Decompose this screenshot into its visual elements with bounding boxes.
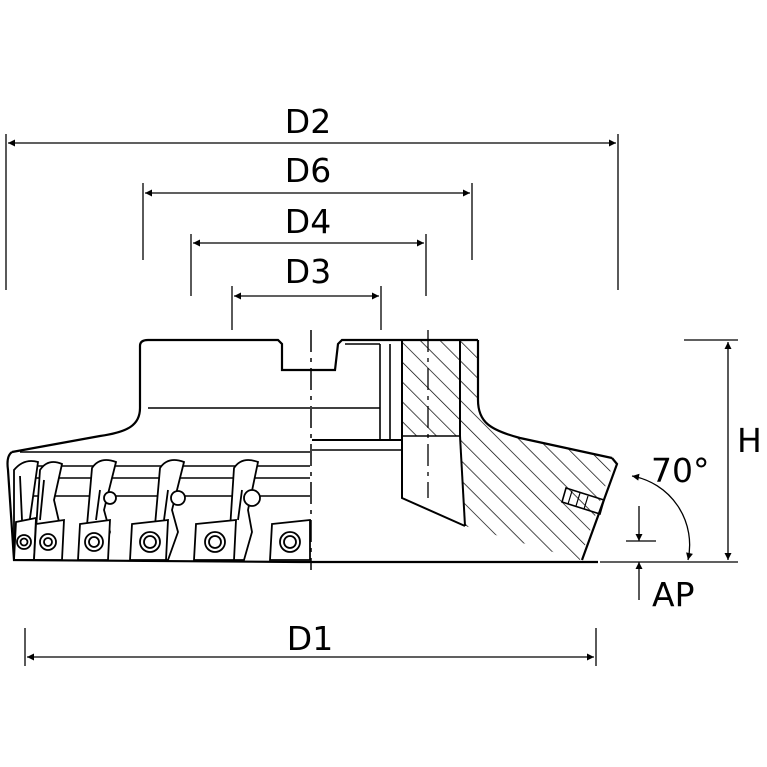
hatched-section xyxy=(402,340,615,560)
dimension-h: H xyxy=(600,339,762,563)
wedge-screw-icon xyxy=(170,490,186,506)
wedge-screw-icon xyxy=(243,489,261,507)
dimension-d2: D2 xyxy=(5,102,619,290)
label-d2: D2 xyxy=(285,102,331,141)
dimension-d3: D3 xyxy=(231,252,382,330)
label-ap: AP xyxy=(652,575,694,614)
label-angle: 70° xyxy=(651,451,710,490)
dimension-d6: D6 xyxy=(142,151,473,260)
label-d4: D4 xyxy=(285,202,331,241)
label-d1: D1 xyxy=(287,619,333,658)
dimension-d1: D1 xyxy=(24,619,597,666)
dimension-ap: AP xyxy=(626,506,694,614)
label-d6: D6 xyxy=(285,151,331,190)
label-d3: D3 xyxy=(285,252,331,291)
clamp-screw-icon xyxy=(561,486,605,516)
dimension-d4: D4 xyxy=(190,202,427,296)
label-h: H xyxy=(737,421,762,460)
wedge-screw-icon xyxy=(103,491,117,505)
dimension-angle: 70° xyxy=(631,451,710,561)
insert-row xyxy=(13,459,311,561)
